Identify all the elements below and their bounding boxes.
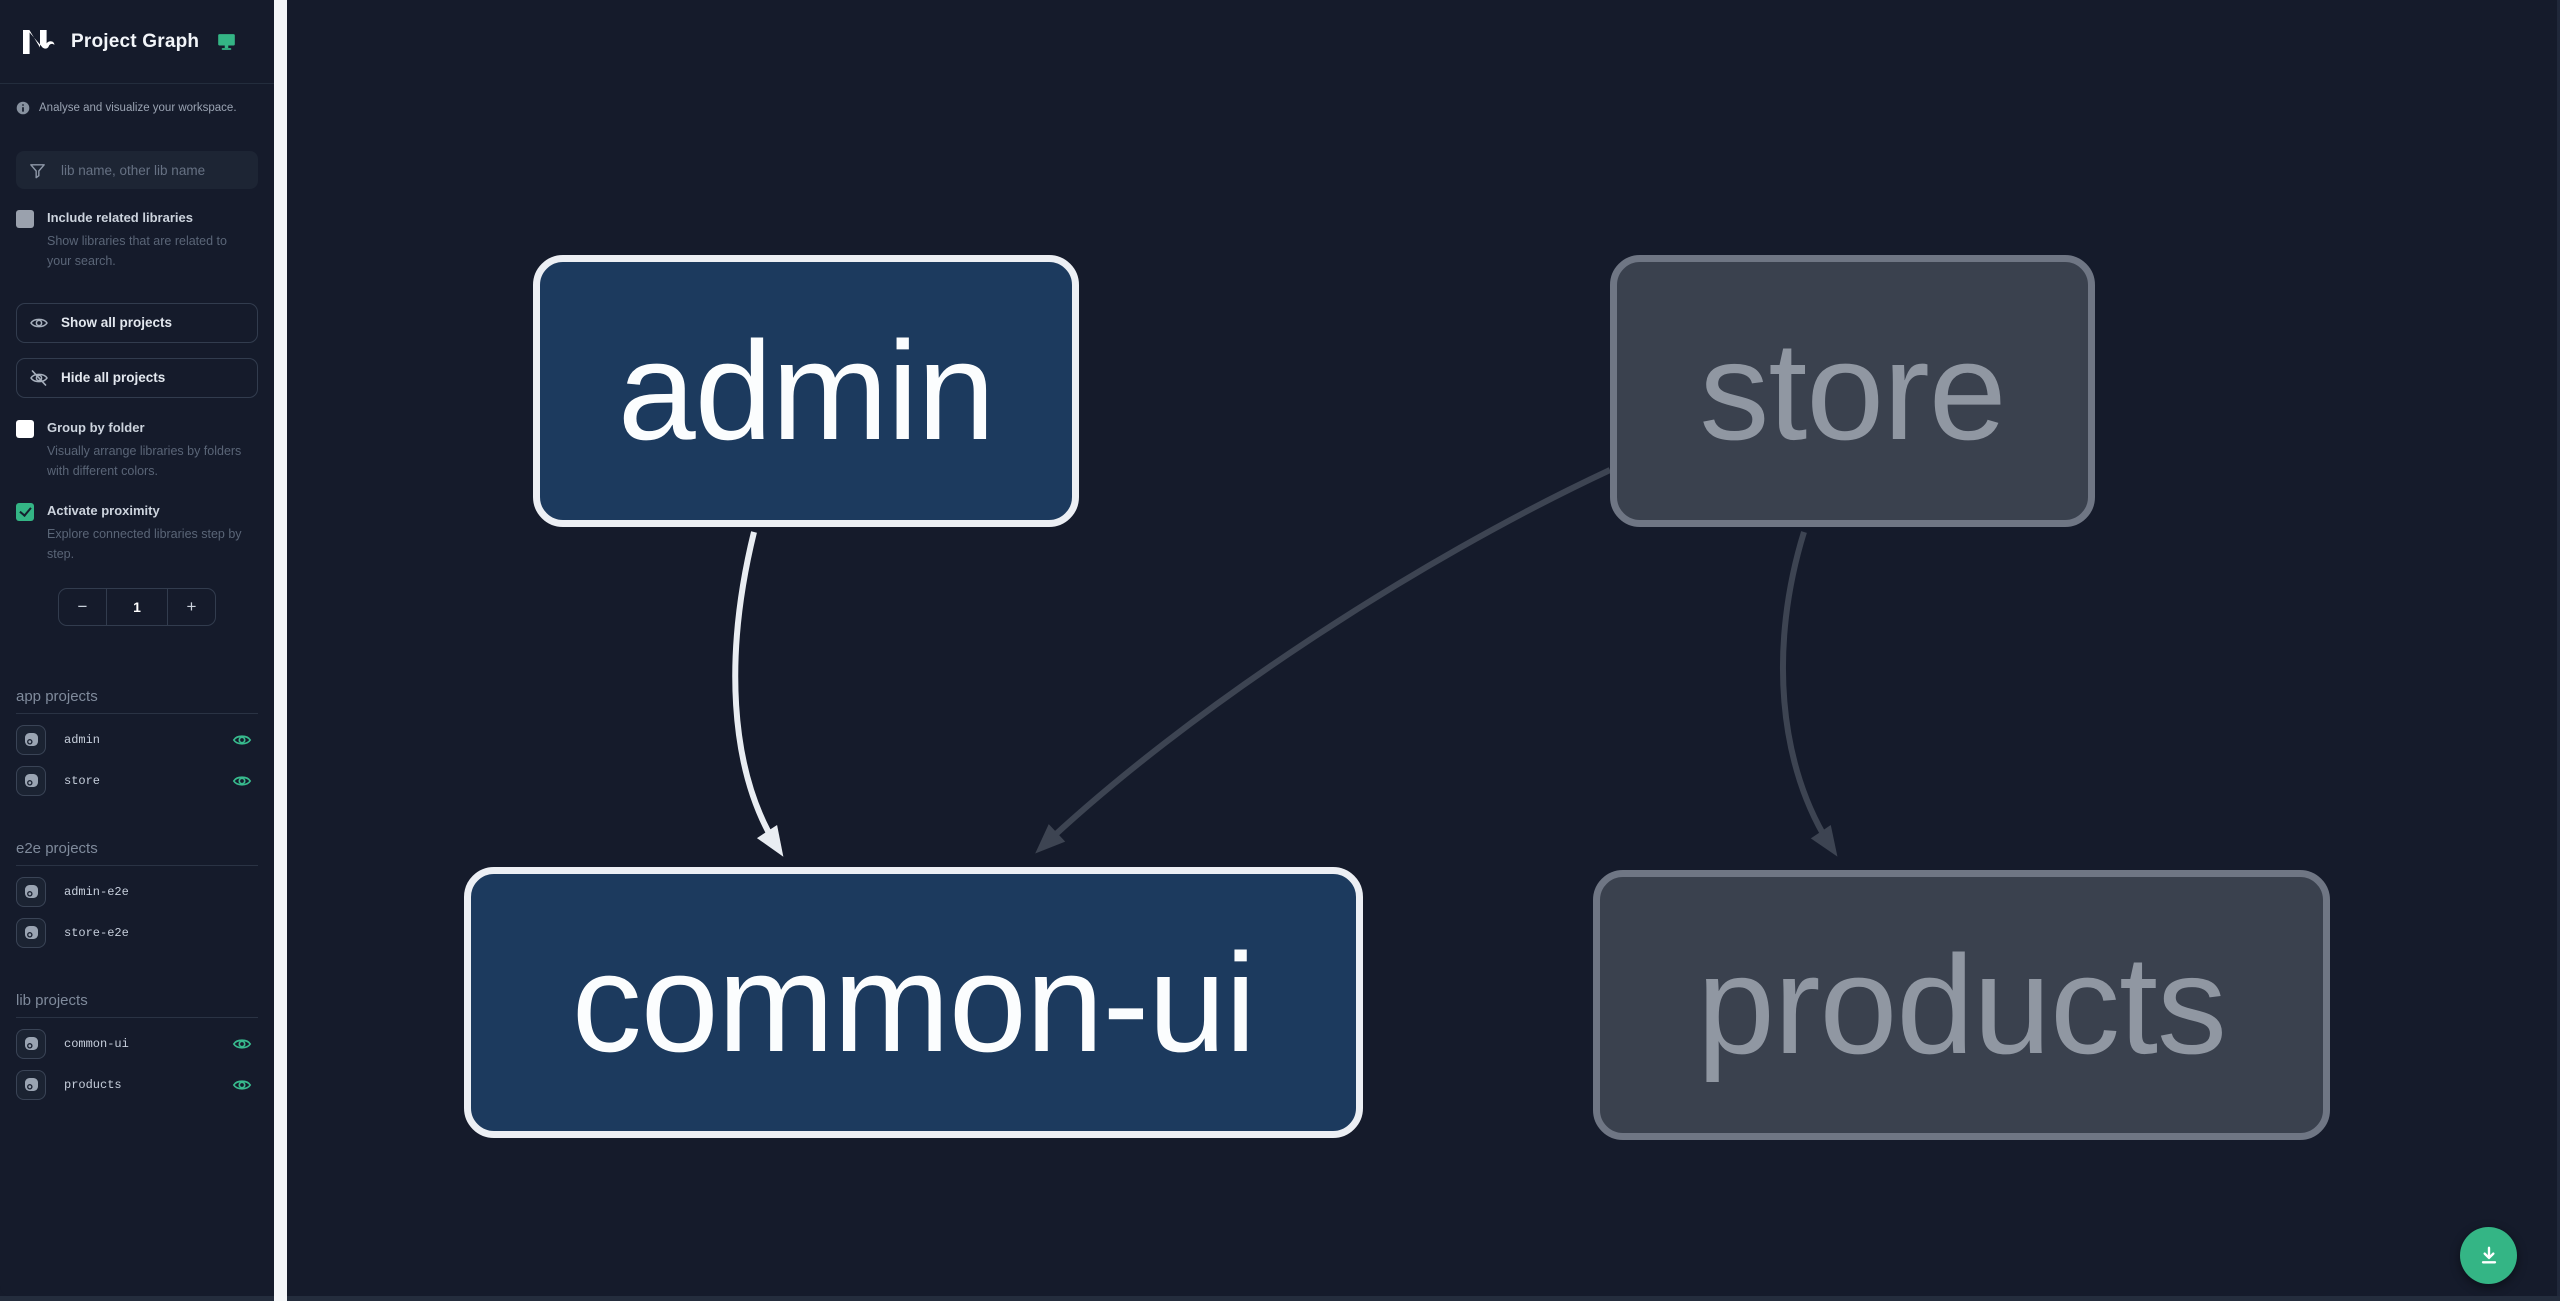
project-name: products: [64, 1077, 122, 1092]
graph-node-store[interactable]: store: [1610, 255, 2095, 527]
activate-proximity-checkbox[interactable]: [16, 502, 34, 521]
hide-all-projects-label: Hide all projects: [61, 370, 166, 386]
project-row-store[interactable]: store: [16, 765, 258, 796]
filter-icon: [28, 161, 47, 180]
proximity-value: 1: [106, 588, 168, 625]
section-lib-projects: lib projects common-ui products: [16, 992, 258, 1100]
section-app-projects: app projects admin store: [16, 688, 258, 796]
project-name: common-ui: [64, 1036, 129, 1051]
group-by-folder-checkbox[interactable]: [16, 419, 34, 438]
app-header: Project Graph: [0, 0, 274, 84]
focus-icon[interactable]: [16, 765, 46, 796]
graph-node-products[interactable]: products: [1593, 870, 2330, 1140]
include-related-checkbox[interactable]: [16, 210, 34, 228]
hide-all-projects-button[interactable]: Hide all projects: [16, 357, 258, 398]
project-name: store: [64, 773, 101, 788]
include-related-description: Show libraries that are related to your …: [47, 233, 227, 268]
search-input[interactable]: [59, 161, 246, 179]
graph-node-admin[interactable]: admin: [533, 255, 1079, 527]
project-name: admin: [64, 732, 101, 747]
project-visibility-actions: Show all projects Hide all projects: [0, 302, 274, 398]
workspace-info-text: Analyse and visualize your workspace.: [39, 102, 237, 114]
project-row-store-e2e[interactable]: store-e2e: [16, 917, 258, 948]
sidebar-scrollbar[interactable]: [274, 0, 287, 1301]
project-name: store-e2e: [64, 925, 129, 940]
option-group-by-folder: Group by folder Visually arrange librari…: [16, 419, 258, 481]
proximity-decrement-button[interactable]: −: [59, 589, 106, 625]
edge-store-to-products[interactable]: [1780, 531, 1838, 857]
section-e2e-projects: e2e projects admin-e2e store-e2e: [16, 840, 258, 948]
activate-proximity-description: Explore connected libraries step by step…: [47, 526, 242, 561]
section-title: lib projects: [16, 992, 258, 1018]
project-name: admin-e2e: [64, 884, 129, 899]
option-activate-proximity: Activate proximity Explore connected lib…: [16, 502, 258, 564]
option-include-related: Include related libraries Show libraries…: [16, 210, 258, 271]
visibility-eye-icon[interactable]: [232, 771, 252, 791]
search-box: [16, 151, 258, 189]
workspace-info: Analyse and visualize your workspace.: [16, 101, 258, 115]
project-row-products[interactable]: products: [16, 1069, 258, 1100]
focus-icon[interactable]: [16, 1028, 46, 1059]
page-title: Project Graph: [71, 30, 200, 52]
sidebar: Project Graph Analyse and visualize your…: [0, 0, 274, 1296]
eye-off-icon: [29, 368, 49, 388]
download-icon: [2476, 1243, 2502, 1269]
visibility-eye-icon[interactable]: [232, 1034, 252, 1054]
monitor-icon[interactable]: [216, 31, 237, 52]
include-related-label: Include related libraries: [47, 210, 193, 225]
focus-icon[interactable]: [16, 724, 46, 755]
focus-icon[interactable]: [16, 1069, 46, 1100]
show-all-projects-label: Show all projects: [61, 315, 173, 331]
download-graph-button[interactable]: [2460, 1227, 2517, 1284]
show-all-projects-button[interactable]: Show all projects: [16, 302, 258, 343]
activate-proximity-label: Activate proximity: [47, 502, 160, 518]
proximity-increment-button[interactable]: +: [168, 589, 215, 625]
group-by-folder-description: Visually arrange libraries by folders wi…: [47, 443, 242, 478]
project-row-common-ui[interactable]: common-ui: [16, 1028, 258, 1059]
nx-logo: [16, 21, 58, 63]
proximity-stepper: − 1 +: [58, 587, 216, 626]
edge-store-to-common-ui[interactable]: [1035, 467, 1612, 854]
eye-icon: [29, 313, 49, 333]
section-title: app projects: [16, 688, 258, 714]
graph-canvas[interactable]: admin store common-ui products: [287, 0, 2560, 1296]
section-title: e2e projects: [16, 840, 258, 866]
focus-icon[interactable]: [16, 876, 46, 907]
visibility-eye-icon[interactable]: [232, 730, 252, 750]
project-lists: app projects admin store e2e projects admin-…: [0, 688, 274, 1100]
graph-node-common-ui[interactable]: common-ui: [464, 867, 1363, 1138]
info-icon: [16, 101, 30, 115]
visibility-eye-icon[interactable]: [232, 1075, 252, 1095]
project-row-admin[interactable]: admin: [16, 724, 258, 755]
horizontal-scrollbar-track[interactable]: [0, 1296, 2560, 1301]
group-by-folder-label: Group by folder: [47, 419, 145, 435]
focus-icon[interactable]: [16, 917, 46, 948]
edge-admin-to-common-ui[interactable]: [732, 531, 784, 857]
project-row-admin-e2e[interactable]: admin-e2e: [16, 876, 258, 907]
